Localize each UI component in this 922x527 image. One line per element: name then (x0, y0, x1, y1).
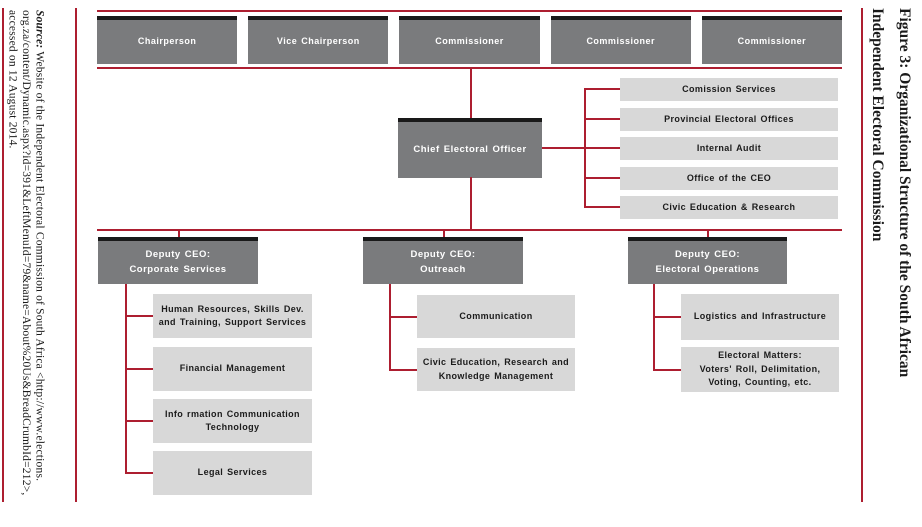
box-civic-education-research: Civic Education & Research (620, 196, 838, 219)
figure-title: Figure 3: Organizational Structure of th… (864, 8, 918, 523)
box-chief-electoral-officer: Chief Electoral Officer (398, 118, 542, 178)
box-office-of-the-ceo: Office of the CEO (620, 167, 838, 190)
source-line-2: org.za/content/Dynamic.aspx?id=391&LeftM… (20, 10, 32, 496)
box-internal-audit: Internal Audit (620, 137, 838, 160)
source-label: Source: (33, 10, 46, 49)
connector-deputy-stub-2 (443, 229, 445, 238)
connector-unit-stub-5 (584, 206, 620, 208)
band-rule-bottom (97, 67, 842, 69)
connector-or-drop (389, 284, 391, 371)
box-deputy-ceo-electoral-operations: Deputy CEO: Electoral Operations (628, 237, 787, 284)
connector-cs-stub-4 (125, 472, 153, 474)
connector-eo-stub-2 (653, 369, 681, 371)
commissioner-row: Chairperson Vice Chairperson Commissione… (97, 16, 843, 64)
connector-cs-stub-2 (125, 368, 153, 370)
figure-title-line-2: Independent Electoral Commission (869, 8, 886, 242)
connector-unit-stub-2 (584, 118, 620, 120)
box-commissioner-3: Commissioner (701, 16, 843, 64)
connector-cs-stub-3 (125, 420, 153, 422)
connector-eo-drop (653, 284, 655, 371)
box-vice-chairperson: Vice Chairperson (248, 16, 389, 64)
connector-eo-stub-1 (653, 316, 681, 318)
connector-or-stub-2 (389, 369, 417, 371)
source-line-1: Source: Website of the Independent Elect… (32, 10, 46, 506)
connector-unit-stub-3 (584, 147, 620, 149)
box-civic-education-knowledge: Civic Education, Research and Knowledge … (417, 348, 575, 391)
box-financial-management: Financial Management (153, 347, 312, 391)
deputies-rule (97, 229, 842, 231)
box-legal-services: Legal Services (153, 451, 312, 495)
source-line-1-text: Website of the Independent Electoral Com… (33, 48, 46, 482)
page-rule-far-left (2, 8, 4, 502)
source-line-3: accessed on 12 August 2014. (6, 10, 19, 149)
box-provincial-electoral-offices: Provincial Electoral Offices (620, 108, 838, 131)
connector-ceo-top (470, 69, 472, 119)
connector-unit-stub-4 (584, 177, 620, 179)
box-commissioner-1: Commissioner (399, 16, 540, 64)
box-deputy-ceo-outreach: Deputy CEO: Outreach (363, 237, 523, 284)
connector-deputy-stub-1 (178, 229, 180, 238)
box-chairperson: Chairperson (97, 16, 238, 64)
box-logistics-infrastructure: Logistics and Infrastructure (681, 294, 839, 340)
box-deputy-ceo-corporate-services: Deputy CEO: Corporate Services (98, 237, 258, 284)
source-citation: Source: Website of the Independent Elect… (5, 10, 46, 506)
connector-cs-drop (125, 284, 127, 474)
page-rule-left (75, 8, 77, 502)
page-rule-right (861, 8, 863, 502)
connector-ceo-units (542, 147, 586, 149)
box-commissioner-2: Commissioner (550, 16, 691, 64)
box-communication: Communication (417, 295, 575, 338)
box-electoral-matters: Electoral Matters: Voters' Roll, Delimit… (681, 347, 839, 392)
box-information-communication-technology: Info rmation Communication Technology (153, 399, 312, 443)
figure-title-line-1: Figure 3: Organizational Structure of th… (896, 8, 913, 378)
connector-unit-stub-1 (584, 88, 620, 90)
connector-or-stub-1 (389, 316, 417, 318)
connector-cs-stub-1 (125, 315, 153, 317)
connector-deputy-stub-3 (707, 229, 709, 238)
box-comission-services: Comission Services (620, 78, 838, 101)
connector-ceo-bottom (470, 177, 472, 230)
band-rule-top (97, 10, 842, 12)
box-human-resources: Human Resources, Skills Dev. and Trainin… (153, 294, 312, 338)
